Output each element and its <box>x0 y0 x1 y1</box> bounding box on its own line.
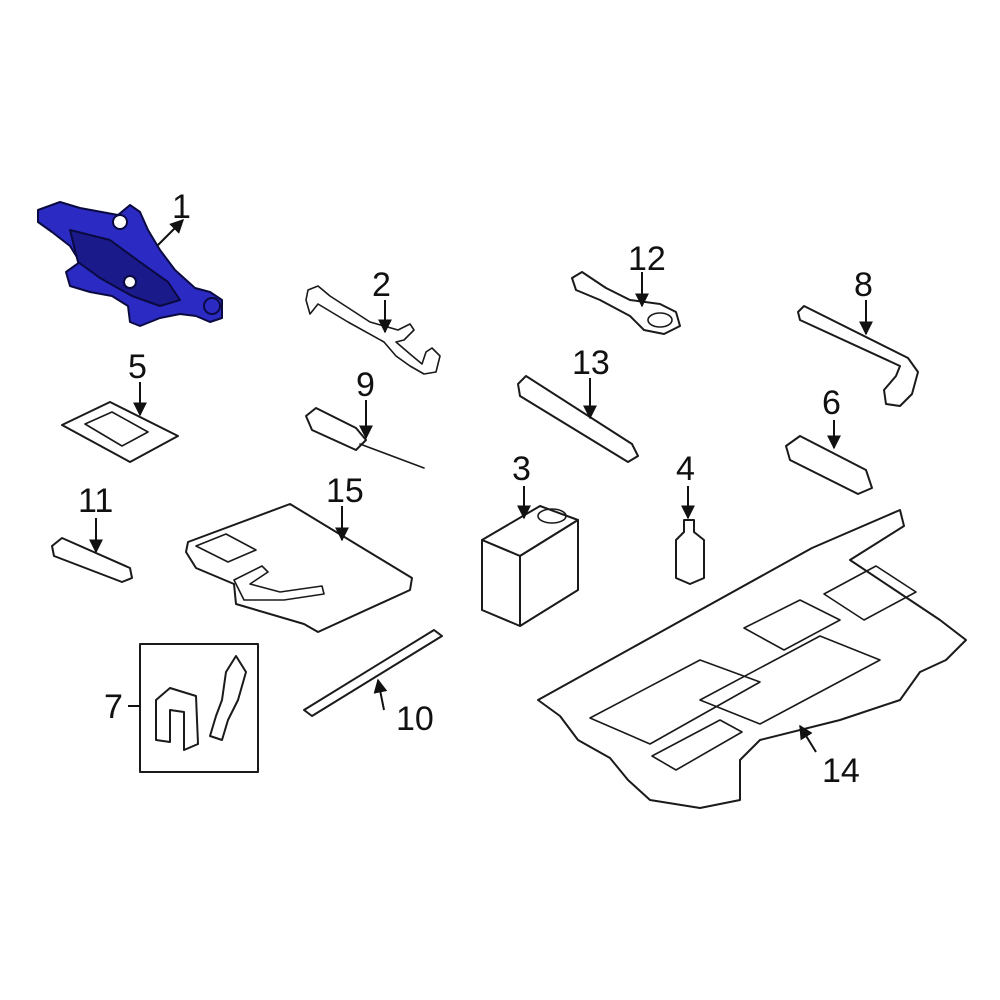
part-1-scissor-jack[interactable]: 1 <box>37 188 223 327</box>
callout-10[interactable]: 10 <box>396 700 434 738</box>
callout-2[interactable]: 2 <box>372 266 391 304</box>
callout-6[interactable]: 6 <box>822 384 841 422</box>
tray-recess-e <box>651 719 743 771</box>
screwdriver-handle <box>305 407 367 451</box>
jack-shadow <box>69 229 181 307</box>
jack-screw-end <box>203 297 221 315</box>
leader-14 <box>799 724 817 753</box>
part-9-screwdriver[interactable]: 9 <box>305 366 425 469</box>
wrench-eye-hole <box>647 312 673 328</box>
jack-pivot-mid <box>123 275 137 289</box>
part-2-tool-rod[interactable]: 2 <box>305 266 441 375</box>
bar-shape <box>517 375 639 463</box>
pad-recess <box>84 411 149 447</box>
callout-8[interactable]: 8 <box>854 266 873 304</box>
callout-14[interactable]: 14 <box>822 752 860 790</box>
callout-3[interactable]: 3 <box>512 450 531 488</box>
callout-15[interactable]: 15 <box>326 472 364 510</box>
tray-recess-a <box>589 659 761 745</box>
part-8-l-wrench[interactable]: 8 <box>797 266 919 407</box>
part-4-sealant-bottle[interactable]: 4 <box>675 450 705 585</box>
callout-11[interactable]: 11 <box>78 482 113 520</box>
part-5-pad[interactable]: 5 <box>61 348 179 463</box>
callout-7[interactable]: 7 <box>104 688 123 726</box>
cover-panel <box>195 533 257 563</box>
tray-recess-b <box>699 635 881 725</box>
callout-4[interactable]: 4 <box>676 450 695 488</box>
part-14-storage-tray[interactable]: 14 <box>537 509 967 809</box>
part-13-extension-bar[interactable]: 13 <box>517 344 639 463</box>
clip-shape <box>785 435 873 495</box>
box-side <box>519 519 579 627</box>
kit-tool <box>209 655 247 741</box>
part-6-clip[interactable]: 6 <box>785 384 873 495</box>
tray-recess-c <box>743 599 841 651</box>
part-15-tool-cover[interactable]: 15 <box>185 472 413 633</box>
wrench-eye-shape <box>571 271 681 335</box>
rod10-shape <box>303 629 443 717</box>
kit-bracket <box>155 687 199 751</box>
rod-shape <box>305 285 441 375</box>
leader-1 <box>157 219 184 246</box>
box-cap <box>537 508 567 524</box>
callout-13[interactable]: 13 <box>572 344 610 382</box>
cover-shape <box>185 503 413 633</box>
bottle-shape <box>675 519 705 585</box>
callout-1[interactable]: 1 <box>172 188 191 226</box>
callout-5[interactable]: 5 <box>128 348 147 386</box>
callout-9[interactable]: 9 <box>356 366 375 404</box>
tray-recess-d <box>823 565 917 621</box>
box-front <box>481 539 521 627</box>
pad-shape <box>61 401 179 463</box>
part-7-kit[interactable]: 7 <box>104 643 259 773</box>
part-11-pin[interactable]: 11 <box>51 482 133 583</box>
pin-shape <box>51 537 133 583</box>
part-12-wrench-eye[interactable]: 12 <box>571 240 681 335</box>
part-10-rod[interactable]: 10 <box>303 629 443 738</box>
jack-pivot-top <box>112 214 128 230</box>
leader-10 <box>373 678 388 711</box>
part-3-compressor[interactable]: 3 <box>481 450 579 627</box>
callout-12[interactable]: 12 <box>628 240 666 278</box>
l-wrench-shape <box>797 305 919 407</box>
tray-outline <box>537 509 967 809</box>
screwdriver-shaft <box>359 443 425 469</box>
cover-strap <box>233 565 325 601</box>
